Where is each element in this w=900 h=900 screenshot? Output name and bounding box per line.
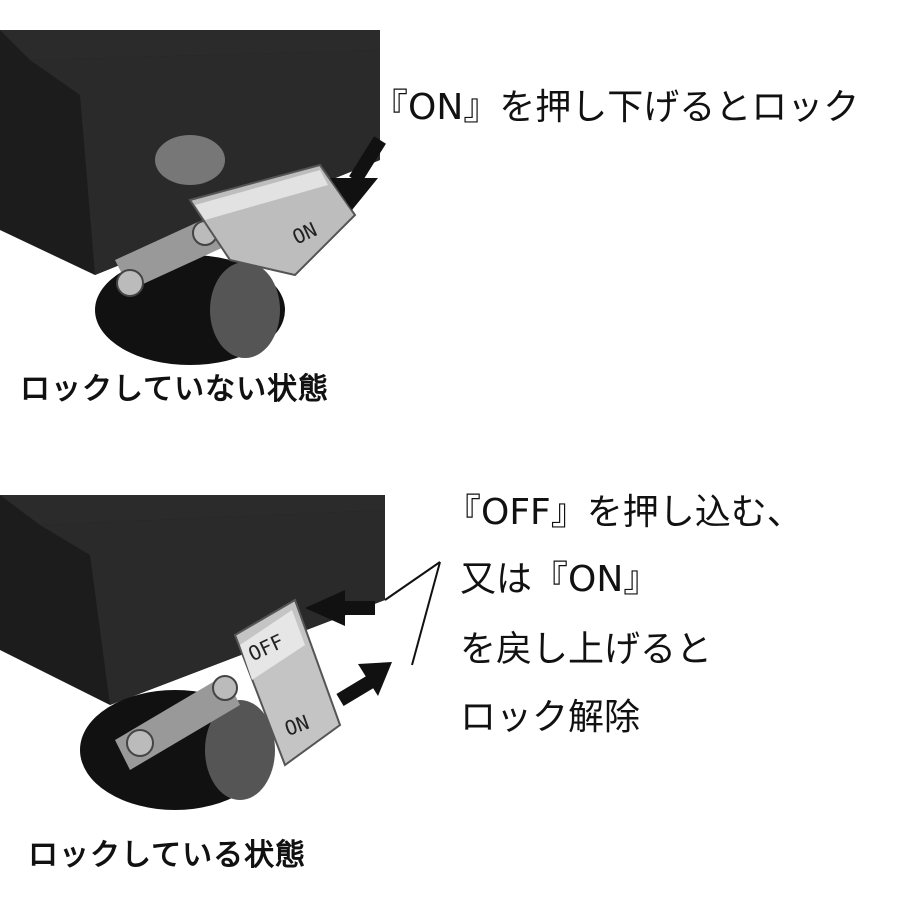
brake-pedal (188, 163, 357, 277)
unlocked-state-panel: ON 『ON』を押し下げるとロック ロックしていない状態 (0, 30, 860, 407)
caster-unlocked-photo: ON (0, 30, 386, 365)
unlock-instruction-line-3: を戻し上げると (460, 629, 713, 670)
right-arrow-icon (336, 662, 392, 707)
unlocked-caption: ロックしていない状態 (20, 372, 330, 407)
unlock-instruction-line-1: 『OFF』を押し込む、 (445, 492, 803, 533)
locked-state-panel: OFF ON 『OFF』を押し込む、 又は『ON』 を戻し上げると ロック解除 … (0, 450, 900, 900)
unlock-instruction-line-4: ロック解除 (460, 697, 641, 738)
locked-caption: ロックしている状態 (28, 838, 307, 873)
lock-instruction: 『ON』を押し下げるとロック (372, 87, 860, 128)
down-arrow-icon (330, 136, 386, 210)
left-arrow-icon (305, 590, 375, 626)
caster-locked-photo: OFF ON (0, 495, 441, 810)
unlock-instruction-line-2: 又は『ON』 (460, 559, 660, 600)
